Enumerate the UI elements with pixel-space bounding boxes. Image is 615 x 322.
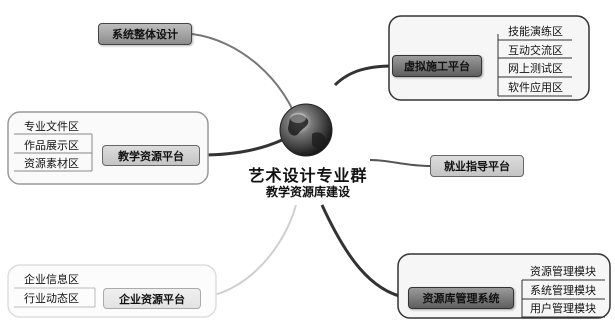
globe-icon (279, 103, 333, 157)
leaf-repo-3[interactable]: 用户管理模块 (530, 302, 596, 315)
leaf-virtual-2[interactable]: 互动交流区 (508, 44, 563, 57)
connector-teaching-platform (201, 138, 283, 157)
leaf-virtual-4[interactable]: 软件应用区 (508, 81, 563, 94)
node-enterprise-platform-label: 企业资源平台 (119, 292, 185, 306)
group-outline-virtual (388, 15, 590, 101)
leaf-repo-2[interactable]: 系统管理模块 (530, 284, 596, 297)
center-subtitle: 教学资源库建设 (265, 185, 350, 199)
node-virtual-platform[interactable]: 虚拟施工平台 (392, 55, 482, 77)
leaf-repo-1[interactable]: 资源管理模块 (530, 265, 596, 278)
node-employment-platform-label: 就业指导平台 (444, 160, 510, 173)
virtual-leaf-lines (497, 34, 572, 97)
leaf-virtual-3[interactable]: 网上测试区 (508, 62, 563, 75)
enterprise-leaf-lines (14, 287, 96, 308)
node-enterprise-platform[interactable]: 企业资源平台 (103, 288, 201, 309)
connector-system-design (191, 33, 301, 129)
connector-virtual-platform (333, 64, 393, 87)
leaf-teaching-2[interactable]: 作品展示区 (24, 139, 79, 152)
node-virtual-platform-label: 虚拟施工平台 (404, 60, 470, 73)
leaf-teaching-3[interactable]: 资源素材区 (24, 157, 79, 170)
node-system-design-label: 系统整体设计 (112, 28, 178, 41)
teaching-leaf-lines (14, 133, 93, 172)
leaf-teaching-1[interactable]: 专业文件区 (24, 120, 79, 133)
connector-employment-platform (369, 159, 431, 167)
node-repo-management[interactable]: 资源库管理系统 (408, 287, 514, 309)
connector-repo-management (320, 204, 409, 300)
node-teaching-platform[interactable]: 教学资源平台 (102, 145, 200, 166)
node-system-design[interactable]: 系统整体设计 (98, 23, 192, 45)
repo-leaf-lines (521, 279, 605, 318)
node-teaching-platform-label: 教学资源平台 (118, 149, 184, 163)
node-repo-management-label: 资源库管理系统 (422, 292, 500, 305)
leaf-enterprise-1[interactable]: 企业信息区 (24, 273, 79, 286)
connector-enterprise-platform (204, 204, 297, 298)
leaf-virtual-1[interactable]: 技能演练区 (508, 25, 563, 38)
leaf-enterprise-2[interactable]: 行业动态区 (24, 292, 79, 305)
node-employment-platform[interactable]: 就业指导平台 (430, 155, 524, 177)
center-title: 艺术设计专业群 (248, 166, 368, 185)
